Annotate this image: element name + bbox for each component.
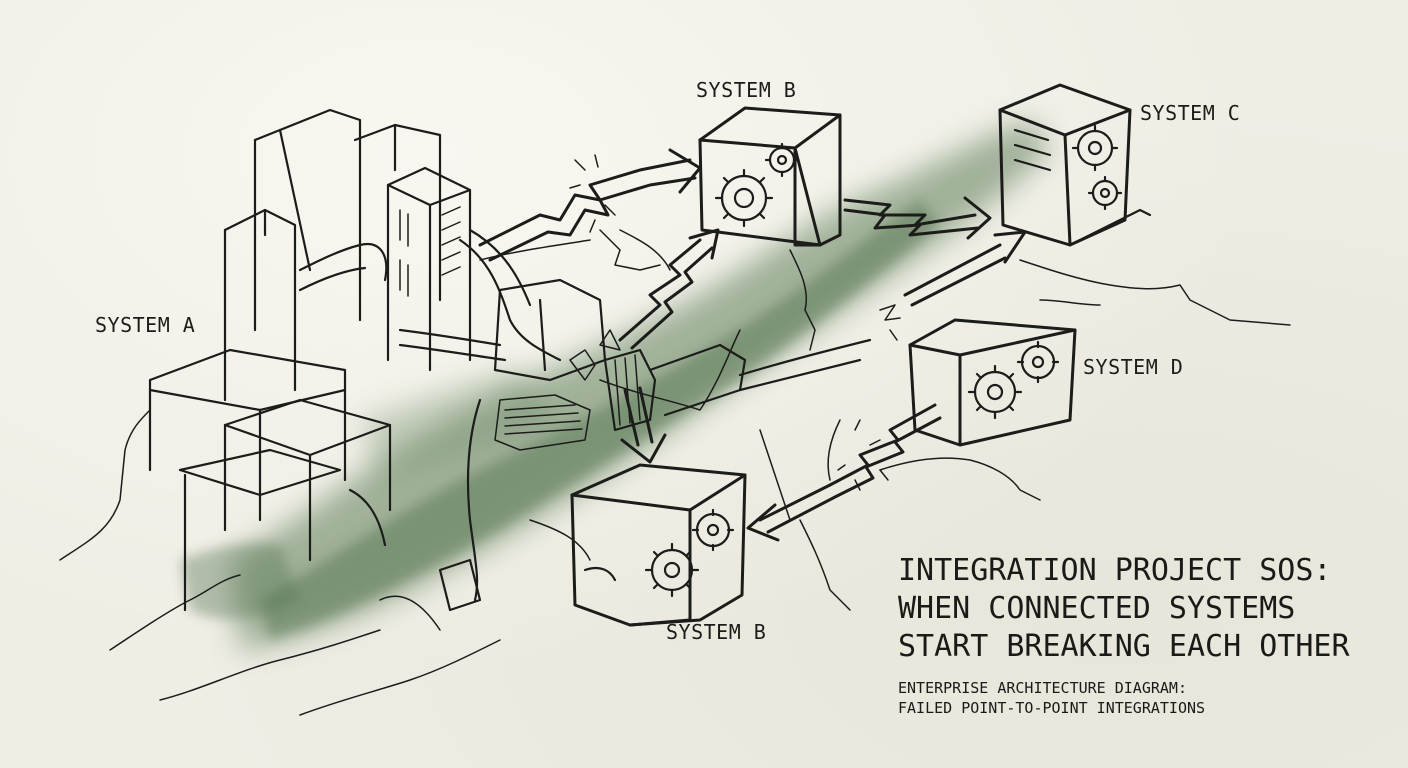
crack-icon xyxy=(599,229,841,481)
system-d-box xyxy=(908,318,1077,447)
label-system-a: SYSTEM A xyxy=(95,313,196,337)
gear-icon xyxy=(714,168,774,228)
watercolor-wash xyxy=(180,120,1050,650)
label-system-b-top: SYSTEM B xyxy=(696,78,797,102)
arrow-icon xyxy=(903,230,1027,307)
diagram-subtitle: ENTERPRISE ARCHITECTURE DIAGRAM: FAILED … xyxy=(898,678,1205,718)
gear-icon xyxy=(644,542,700,598)
title-line-3: START BREAKING EACH OTHER xyxy=(898,629,1350,664)
title-line-2: WHEN CONNECTED SYSTEMS xyxy=(898,591,1296,626)
broken-integration-arrows xyxy=(478,148,1027,542)
broken-pipeline xyxy=(438,278,872,612)
lightning-bolt-icon xyxy=(618,228,720,350)
system-a-buildings xyxy=(148,108,562,612)
gear-icon xyxy=(1071,124,1119,172)
gear-icon xyxy=(1087,175,1123,211)
gear-icon xyxy=(764,142,800,178)
system-c-server-box xyxy=(998,83,1152,247)
lightning-bolt-icon xyxy=(478,148,702,262)
gear-icon xyxy=(691,508,735,552)
terrain-sketch xyxy=(59,229,1291,716)
gear-icon xyxy=(1016,340,1060,384)
title-line-1: INTEGRATION PROJECT SOS: xyxy=(898,553,1332,588)
arrow-icon xyxy=(620,386,667,464)
label-system-d: SYSTEM D xyxy=(1083,355,1184,379)
subtitle-line-2: FAILED POINT-TO-POINT INTEGRATIONS xyxy=(898,699,1206,717)
label-system-b-bottom: SYSTEM B xyxy=(666,620,767,644)
diagram-title: INTEGRATION PROJECT SOS: WHEN CONNECTED … xyxy=(898,552,1368,666)
lightning-bolt-icon xyxy=(843,196,992,240)
label-system-c: SYSTEM C xyxy=(1140,101,1241,125)
lightning-bolt-icon xyxy=(746,403,942,542)
gear-icon xyxy=(967,364,1023,420)
subtitle-line-1: ENTERPRISE ARCHITECTURE DIAGRAM: xyxy=(898,679,1187,697)
system-b-bottom-box xyxy=(570,463,747,627)
system-b-top-box xyxy=(698,106,842,247)
